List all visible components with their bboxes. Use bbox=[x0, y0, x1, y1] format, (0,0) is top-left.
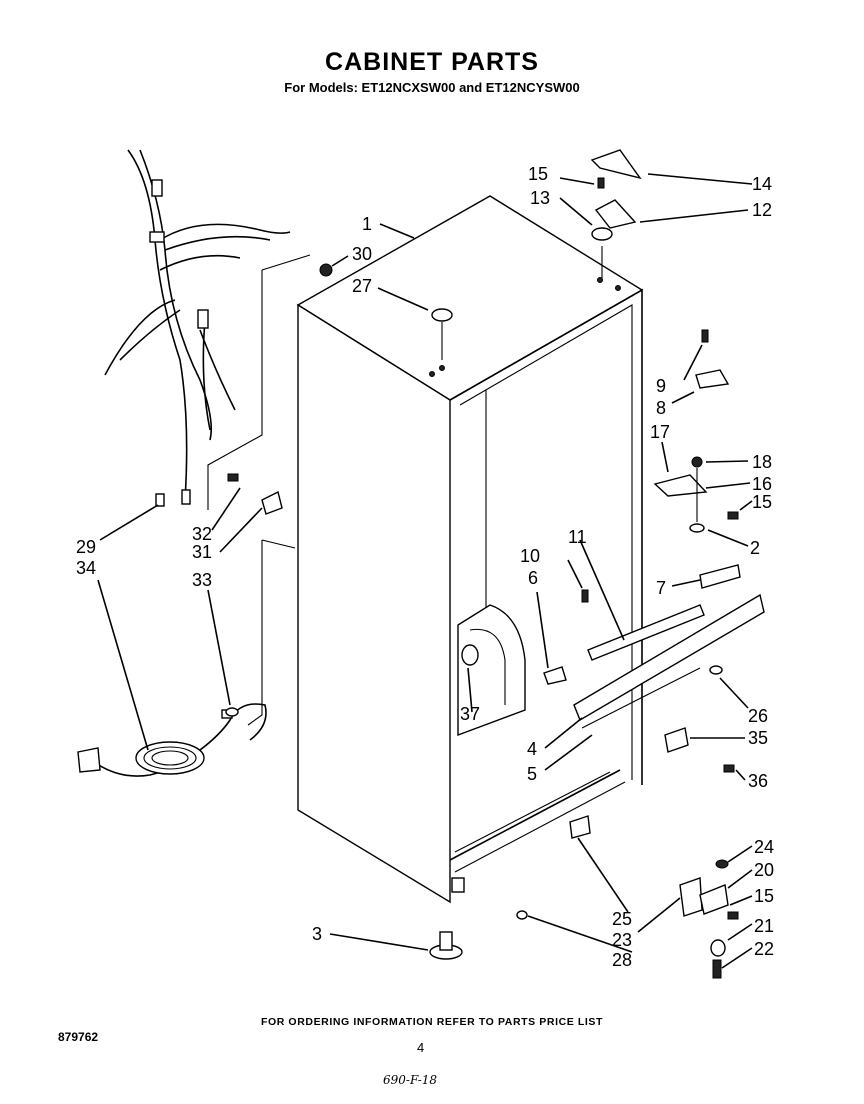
cabinet-front-frame bbox=[449, 288, 643, 785]
callout-16: 16 bbox=[752, 474, 772, 494]
cabinet-side-face bbox=[297, 303, 451, 904]
handwritten-note: 690-F-18 bbox=[383, 1073, 438, 1087]
callout-34: 34 bbox=[76, 558, 96, 578]
drawing-number: 879762 bbox=[58, 1030, 99, 1044]
callout-labels: 1 2 3 4 5 6 7 8 9 10 11 12 13 14 15 15 1… bbox=[76, 164, 774, 970]
callout-15-top: 15 bbox=[528, 164, 548, 184]
callout-6: 6 bbox=[528, 568, 538, 588]
wiring-harness bbox=[104, 149, 291, 507]
callout-4: 4 bbox=[527, 739, 537, 759]
top-hole bbox=[439, 365, 445, 371]
callout-22: 22 bbox=[754, 939, 774, 959]
leader-lines bbox=[97, 173, 753, 969]
callout-28: 28 bbox=[612, 950, 632, 970]
compressor-inner bbox=[469, 628, 506, 705]
bottom-rail bbox=[449, 769, 621, 861]
callout-14: 14 bbox=[752, 174, 772, 194]
small-parts bbox=[225, 149, 765, 979]
cabinet-shell bbox=[296, 195, 644, 904]
ordering-info-note: FOR ORDERING INFORMATION REFER TO PARTS … bbox=[260, 1016, 604, 1028]
compressor-opening bbox=[457, 604, 526, 737]
callout-5: 5 bbox=[527, 764, 537, 784]
callout-15-middle: 15 bbox=[752, 492, 772, 512]
callout-13: 13 bbox=[530, 188, 550, 208]
models-subtitle: For Models: ET12NCXSW00 and ET12NCYSW00 bbox=[284, 80, 580, 95]
callout-21: 21 bbox=[754, 916, 774, 936]
callout-15-bottom: 15 bbox=[754, 886, 774, 906]
leader-frames bbox=[207, 254, 311, 726]
callout-12: 12 bbox=[752, 200, 772, 220]
callout-24: 24 bbox=[754, 837, 774, 857]
top-hole bbox=[615, 285, 621, 291]
bottom-rail-inner bbox=[454, 771, 611, 853]
page-title: CABINET PARTS bbox=[325, 48, 539, 76]
callout-20: 20 bbox=[754, 860, 774, 880]
callout-8: 8 bbox=[656, 398, 666, 418]
callout-25: 25 bbox=[612, 909, 632, 929]
callout-10: 10 bbox=[520, 546, 540, 566]
top-hole bbox=[429, 371, 435, 377]
page-number: 4 bbox=[417, 1040, 425, 1055]
callout-3: 3 bbox=[312, 924, 322, 944]
callout-30: 30 bbox=[352, 244, 372, 264]
callout-33: 33 bbox=[192, 570, 212, 590]
callout-32: 32 bbox=[192, 524, 212, 544]
callout-1: 1 bbox=[362, 214, 372, 234]
callout-2: 2 bbox=[750, 538, 760, 558]
callout-29: 29 bbox=[76, 537, 96, 557]
power-cord bbox=[77, 703, 267, 777]
cabinet-inner-frame bbox=[459, 304, 633, 780]
callout-7: 7 bbox=[656, 578, 666, 598]
callout-37: 37 bbox=[460, 704, 480, 724]
bottom-rail-lower bbox=[454, 781, 626, 873]
callout-31: 31 bbox=[192, 542, 212, 562]
top-hole bbox=[597, 277, 603, 283]
callout-27: 27 bbox=[352, 276, 372, 296]
callout-26: 26 bbox=[748, 706, 768, 726]
callout-18: 18 bbox=[752, 452, 772, 472]
callout-23: 23 bbox=[612, 930, 632, 950]
callout-35: 35 bbox=[748, 728, 768, 748]
callout-17: 17 bbox=[650, 422, 670, 442]
callout-36: 36 bbox=[748, 771, 768, 791]
callout-11: 11 bbox=[568, 527, 587, 547]
callout-9: 9 bbox=[656, 376, 666, 396]
